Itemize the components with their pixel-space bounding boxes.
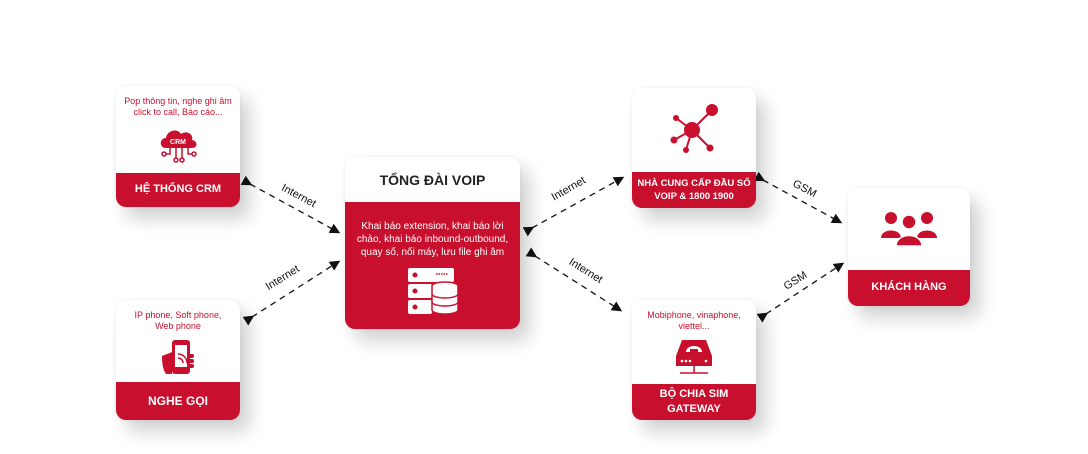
- svg-text:CRM: CRM: [170, 139, 186, 146]
- crm-cloud-icon: CRM: [160, 130, 197, 163]
- node-label: NHÀ CUNG CẤP ĐẦU SỐ VOIP & 1800 1900: [632, 172, 756, 208]
- node-gateway[interactable]: Mobiphone, vinaphone, viettel... BỘ CHIA…: [632, 300, 756, 420]
- network-nodes-icon: [670, 104, 718, 153]
- center-title: TỔNG ĐÀI VOIP: [379, 171, 486, 188]
- node-call[interactable]: IP phone, Soft phone, Web phone NGHE GỌI: [116, 300, 240, 420]
- arrow-provider-customer: [753, 171, 843, 224]
- gateway-phone-icon: [676, 340, 712, 374]
- node-voip-center[interactable]: TỔNG ĐÀI VOIP Khai báo extension, khai b…: [345, 157, 520, 329]
- node-description: IP phone, Soft phone, Web phone: [134, 310, 222, 332]
- node-label: HỆ THỐNG CRM: [116, 173, 240, 207]
- arrow-crm-center: [240, 175, 341, 234]
- node-label: NGHE GỌI: [116, 382, 240, 420]
- node-label: KHÁCH HÀNG: [848, 270, 970, 306]
- arrow-gateway-customer: [756, 262, 845, 323]
- node-description: Mobiphone, vinaphone, viettel...: [647, 310, 741, 332]
- center-description: Khai báo extension, khai báo lời chào, k…: [356, 221, 509, 258]
- node-label: BỘ CHIA SIM GATEWAY: [632, 384, 756, 420]
- node-customer[interactable]: KHÁCH HÀNG: [848, 188, 970, 306]
- hand-phone-icon: [162, 340, 194, 374]
- node-description: Pop thông tin, nghe ghi âm click to call…: [124, 96, 232, 118]
- server-database-icon: [408, 268, 458, 314]
- arrow-center-gateway: [525, 247, 623, 312]
- users-group-icon: [881, 212, 937, 246]
- node-provider[interactable]: NHÀ CUNG CẤP ĐẦU SỐ VOIP & 1800 1900: [632, 88, 756, 208]
- node-crm[interactable]: Pop thông tin, nghe ghi âm click to call…: [116, 86, 240, 207]
